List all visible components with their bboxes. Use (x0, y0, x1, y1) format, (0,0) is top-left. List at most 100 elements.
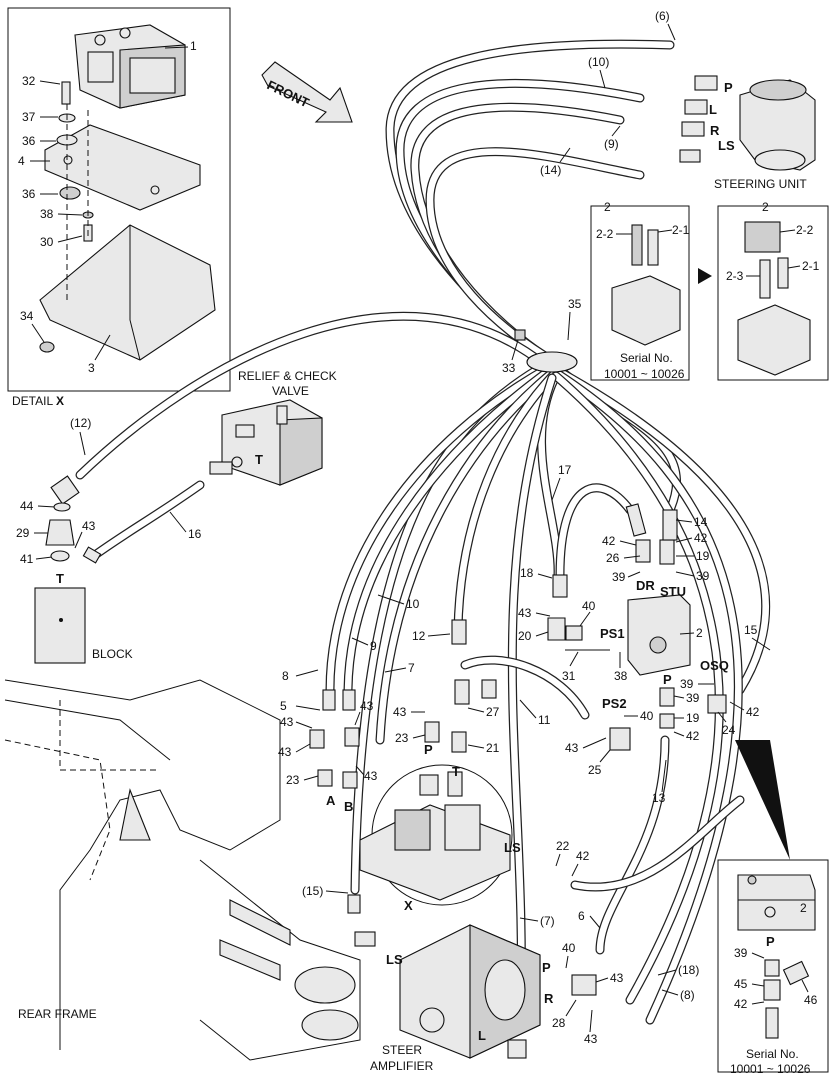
relief-callouts: (12) 44 29 43 41 16 (16, 416, 202, 566)
serial-inset-bottom: P 2 39 45 46 42 Serial No. 10001 ~ 10026 (717, 859, 829, 1076)
svg-text:(15): (15) (302, 884, 323, 898)
serial-inset-top-new: 2 2-2 2-3 2-1 (717, 200, 829, 381)
svg-text:24: 24 (722, 723, 736, 737)
svg-text:42: 42 (576, 849, 590, 863)
svg-text:(10): (10) (588, 55, 609, 69)
svg-text:40: 40 (640, 709, 654, 723)
priority-valve-ports: DR STU PS1 PS2 OSQ P (600, 578, 729, 711)
svg-text:42: 42 (602, 534, 616, 548)
svg-text:43: 43 (364, 769, 378, 783)
svg-text:VALVE: VALVE (272, 384, 309, 398)
center-ports: A B P T LS (326, 742, 521, 855)
svg-text:T: T (255, 452, 263, 467)
svg-text:(9): (9) (604, 137, 619, 151)
svg-text:17: 17 (558, 463, 572, 477)
relief-fittings (45, 475, 102, 564)
svg-text:39: 39 (696, 569, 710, 583)
svg-text:21: 21 (486, 741, 500, 755)
steering-hose-refs: (6) (10) (9) (14) (540, 9, 676, 177)
svg-text:15: 15 (744, 623, 758, 637)
svg-text:10001 ~ 10026: 10001 ~ 10026 (604, 367, 685, 381)
svg-text:(18): (18) (678, 963, 699, 977)
svg-text:42: 42 (686, 729, 700, 743)
svg-text:29: 29 (16, 526, 30, 540)
svg-text:3: 3 (88, 361, 95, 375)
center-callouts: 17 18 12 11 10 9 8 7 5 43 43 43 43 23 23… (278, 463, 667, 913)
svg-text:7: 7 (408, 661, 415, 675)
detail-x-caption: DETAIL X (12, 394, 64, 408)
plate-4 (44, 124, 201, 211)
steering-unit-ports: P L R LS (709, 80, 735, 153)
svg-text:22: 22 (556, 839, 570, 853)
svg-text:P: P (542, 960, 551, 975)
svg-text:AMPLIFIER: AMPLIFIER (370, 1059, 434, 1073)
svg-text:OSQ: OSQ (700, 658, 729, 673)
svg-text:(8): (8) (680, 988, 695, 1002)
svg-text:42: 42 (734, 997, 748, 1011)
svg-text:2-2: 2-2 (796, 223, 814, 237)
svg-text:B: B (344, 799, 353, 814)
svg-text:4: 4 (18, 154, 25, 168)
svg-text:A: A (326, 793, 336, 808)
svg-text:P: P (663, 672, 672, 687)
priority-valve: DR STU PS1 PS2 OSQ P (547, 503, 729, 751)
hose-bundle (75, 39, 771, 1035)
svg-text:T: T (56, 571, 64, 586)
svg-text:Serial No.: Serial No. (746, 1047, 799, 1061)
svg-text:10001 ~ 10026: 10001 ~ 10026 (730, 1062, 811, 1076)
steering-unit: P L R LS STEERING UNIT (6) (10) (9) (14) (540, 9, 816, 191)
svg-text:2-1: 2-1 (672, 223, 690, 237)
front-arrow: FRONT (261, 61, 353, 123)
svg-text:P: P (724, 80, 733, 95)
svg-text:27: 27 (486, 705, 500, 719)
svg-text:2: 2 (696, 626, 703, 640)
svg-text:38: 38 (40, 207, 54, 221)
detail-pointer (735, 740, 790, 860)
svg-text:32: 32 (22, 74, 36, 88)
svg-text:44: 44 (20, 499, 34, 513)
svg-text:8: 8 (282, 669, 289, 683)
svg-text:12: 12 (412, 629, 426, 643)
svg-text:R: R (710, 123, 720, 138)
svg-text:9: 9 (370, 639, 377, 653)
amplifier-ports: LS P R L (386, 952, 554, 1043)
svg-text:20: 20 (518, 629, 532, 643)
svg-text:X: X (404, 898, 413, 913)
svg-text:LS: LS (386, 952, 403, 967)
svg-text:RELIEF & CHECK: RELIEF & CHECK (238, 369, 337, 383)
steering-unit-label: STEERING UNIT (714, 177, 807, 191)
svg-text:L: L (709, 102, 717, 117)
svg-text:43: 43 (280, 715, 294, 729)
svg-text:38: 38 (614, 669, 628, 683)
svg-text:42: 42 (694, 531, 708, 545)
svg-text:36: 36 (22, 187, 36, 201)
svg-text:40: 40 (562, 941, 576, 955)
svg-text:42: 42 (746, 705, 760, 719)
svg-text:18: 18 (520, 566, 534, 580)
hose-clamp: 35 33 (502, 297, 582, 375)
svg-text:R: R (544, 991, 554, 1006)
rear-frame-label: REAR FRAME (18, 1007, 97, 1021)
svg-text:43: 43 (518, 606, 532, 620)
center-valve-assembly: A B P T LS (326, 742, 521, 906)
svg-text:2: 2 (604, 200, 611, 214)
svg-text:36: 36 (22, 134, 36, 148)
svg-text:P: P (766, 934, 775, 949)
svg-text:14: 14 (694, 515, 708, 529)
svg-text:35: 35 (568, 297, 582, 311)
svg-text:2-3: 2-3 (726, 269, 744, 283)
svg-text:43: 43 (584, 1032, 598, 1046)
detail-x-frame (7, 7, 231, 392)
svg-text:Serial No.: Serial No. (620, 351, 673, 365)
svg-text:43: 43 (278, 745, 292, 759)
svg-text:25: 25 (588, 763, 602, 777)
svg-text:37: 37 (22, 110, 36, 124)
svg-text:(6): (6) (655, 9, 670, 23)
bracket-3 (39, 224, 216, 361)
svg-text:43: 43 (393, 705, 407, 719)
svg-text:43: 43 (565, 741, 579, 755)
svg-text:31: 31 (562, 669, 576, 683)
priority-callouts: 14 42 19 39 42 26 39 40 43 20 2 31 38 15… (518, 515, 771, 777)
